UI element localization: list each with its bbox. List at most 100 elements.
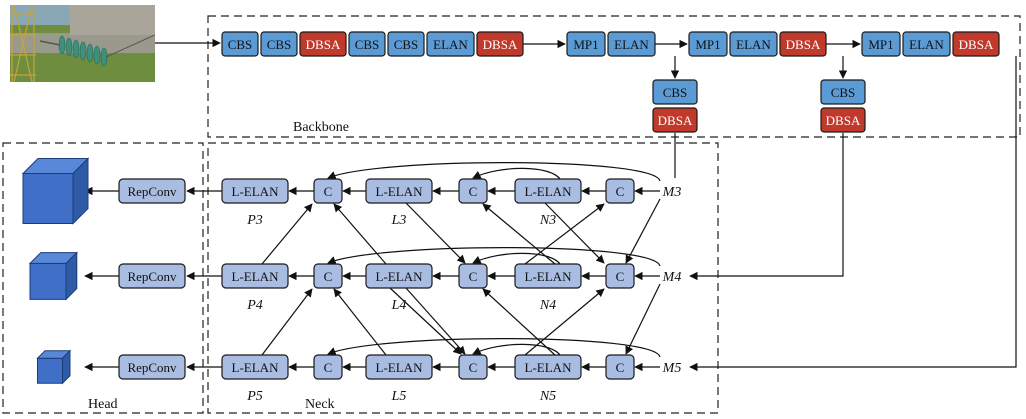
head-label: Head bbox=[88, 397, 118, 412]
neck-row1-lelan-left-text: L-ELAN bbox=[232, 184, 280, 199]
neck-row3-concat-left: C bbox=[313, 354, 343, 380]
stage3-block-elan-1-text: ELAN bbox=[736, 37, 771, 52]
neck-row2-concat-right-text: C bbox=[616, 269, 625, 284]
label-n5: N5 bbox=[539, 389, 556, 404]
neck-row3-lelan-left: L-ELAN bbox=[221, 354, 289, 380]
stage1-block-cbs-1: CBS bbox=[260, 31, 298, 57]
neck-row2-concat-mid-text: C bbox=[469, 269, 478, 284]
stage3-block-elan-1: ELAN bbox=[729, 31, 778, 57]
stage2-block-elan-1: ELAN bbox=[607, 31, 656, 57]
stage1-block-cbs-0: CBS bbox=[221, 31, 259, 57]
connectors bbox=[84, 38, 1017, 372]
stage3-block-mp1-0-text: MP1 bbox=[695, 37, 720, 52]
neck-row3-concat-mid: C bbox=[458, 354, 488, 380]
branch2-cbs-text: CBS bbox=[831, 85, 856, 100]
branch2-dbsa-text: DBSA bbox=[826, 113, 861, 128]
label-l5: L5 bbox=[391, 389, 407, 404]
head-repconv-2-text: RepConv bbox=[127, 269, 177, 284]
neck-row1-lelan-mid-text: L-ELAN bbox=[376, 184, 424, 199]
neck-row3-concat-right-text: C bbox=[616, 360, 625, 375]
label-l4: L4 bbox=[391, 298, 407, 313]
diag-connector-12 bbox=[625, 198, 661, 264]
neck-row3-lelan-right: L-ELAN bbox=[514, 354, 582, 380]
input-image bbox=[10, 5, 155, 82]
neck-row1-concat-left: C bbox=[313, 178, 343, 204]
head-repconv-1: RepConv bbox=[118, 178, 186, 204]
neck-row3-lelan-left-text: L-ELAN bbox=[232, 360, 280, 375]
diag-connector-10 bbox=[524, 288, 605, 356]
branch1-cbs: CBS bbox=[652, 79, 698, 105]
row1-arc-short bbox=[472, 167, 561, 180]
input-m3: M3 bbox=[662, 185, 682, 200]
neck-row2-concat-right: C bbox=[605, 263, 635, 289]
neck-row2-concat-mid: C bbox=[458, 263, 488, 289]
label-p4: P4 bbox=[246, 298, 263, 313]
diag-connector-9 bbox=[524, 203, 605, 265]
stage1-block-dbsa-6-text: DBSA bbox=[483, 37, 518, 52]
head-repconv-3: RepConv bbox=[118, 354, 186, 380]
label-p3: P3 bbox=[246, 213, 263, 228]
stage1-block-cbs-4: CBS bbox=[387, 31, 425, 57]
diag-connector-2 bbox=[405, 287, 466, 355]
stage1-block-cbs-0-text: CBS bbox=[228, 37, 253, 52]
stage1-block-dbsa-2: DBSA bbox=[299, 31, 347, 57]
stage2-block-mp1-0: MP1 bbox=[566, 31, 606, 57]
diag-connector-1 bbox=[333, 203, 387, 265]
diag-connector-0 bbox=[405, 202, 466, 264]
diag-connector-3 bbox=[333, 288, 387, 356]
input-m4: M4 bbox=[662, 270, 682, 285]
label-n4: N4 bbox=[539, 298, 556, 313]
head-repconv-1-text: RepConv bbox=[127, 184, 177, 199]
input-image-illustration bbox=[10, 5, 155, 82]
neck-row2-lelan-right-text: L-ELAN bbox=[525, 269, 573, 284]
neck-row1-concat-right: C bbox=[605, 178, 635, 204]
neck-row1-lelan-right-text: L-ELAN bbox=[525, 184, 573, 199]
stage4-block-dbsa-2: DBSA bbox=[952, 31, 1000, 57]
stage1-block-elan-5: ELAN bbox=[426, 31, 475, 57]
diag-connector-7 bbox=[482, 288, 556, 356]
output-cube-small bbox=[36, 349, 72, 385]
backbone-label: Backbone bbox=[293, 120, 349, 135]
label-l3: L3 bbox=[391, 213, 407, 228]
diag-connector-8 bbox=[544, 202, 605, 264]
label-p5: P5 bbox=[246, 389, 263, 404]
neck-row3-lelan-mid-text: L-ELAN bbox=[376, 360, 424, 375]
neck-row1-concat-mid: C bbox=[458, 178, 488, 204]
stage3-block-dbsa-2: DBSA bbox=[779, 31, 827, 57]
backbone-region bbox=[207, 15, 1021, 138]
neck-row2-lelan-right: L-ELAN bbox=[514, 263, 582, 289]
neck-row3-lelan-right-text: L-ELAN bbox=[525, 360, 573, 375]
stage4-block-mp1-0: MP1 bbox=[861, 31, 901, 57]
output-cube-large bbox=[21, 157, 90, 225]
stage3-block-dbsa-2-text: DBSA bbox=[786, 37, 821, 52]
row1-arc-long bbox=[327, 162, 661, 182]
neck-row1-lelan-right: L-ELAN bbox=[514, 178, 582, 204]
diag-connector-5 bbox=[261, 288, 313, 356]
stage4-block-mp1-0-text: MP1 bbox=[868, 37, 893, 52]
stage2-block-elan-1-text: ELAN bbox=[614, 37, 649, 52]
stage4-block-elan-1: ELAN bbox=[902, 31, 951, 57]
stage3-block-mp1-0: MP1 bbox=[688, 31, 728, 57]
output-cube-medium bbox=[28, 251, 79, 301]
row3-arc-short bbox=[472, 343, 561, 356]
branch2-dbsa: DBSA bbox=[820, 107, 866, 133]
stage1-block-dbsa-6: DBSA bbox=[476, 31, 524, 57]
stage2-block-mp1-0-text: MP1 bbox=[573, 37, 598, 52]
neck-row3-lelan-mid: L-ELAN bbox=[365, 354, 433, 380]
neck-row1-lelan-left: L-ELAN bbox=[221, 178, 289, 204]
neck-row2-lelan-mid: L-ELAN bbox=[365, 263, 433, 289]
branch2-cbs: CBS bbox=[820, 79, 866, 105]
head-repconv-2: RepConv bbox=[118, 263, 186, 289]
neck-row2-concat-left: C bbox=[313, 263, 343, 289]
stage1-block-cbs-4-text: CBS bbox=[394, 37, 419, 52]
head-repconv-3-text: RepConv bbox=[127, 360, 177, 375]
input-m5: M5 bbox=[662, 361, 682, 376]
neck-row3-concat-left-text: C bbox=[324, 360, 333, 375]
stage1-block-cbs-3-text: CBS bbox=[355, 37, 380, 52]
neck-row3-concat-mid-text: C bbox=[469, 360, 478, 375]
branch1-dbsa: DBSA bbox=[652, 107, 698, 133]
neck-label: Neck bbox=[305, 397, 335, 412]
diag-connector-4 bbox=[261, 203, 313, 265]
branch1-cbs-text: CBS bbox=[663, 85, 688, 100]
